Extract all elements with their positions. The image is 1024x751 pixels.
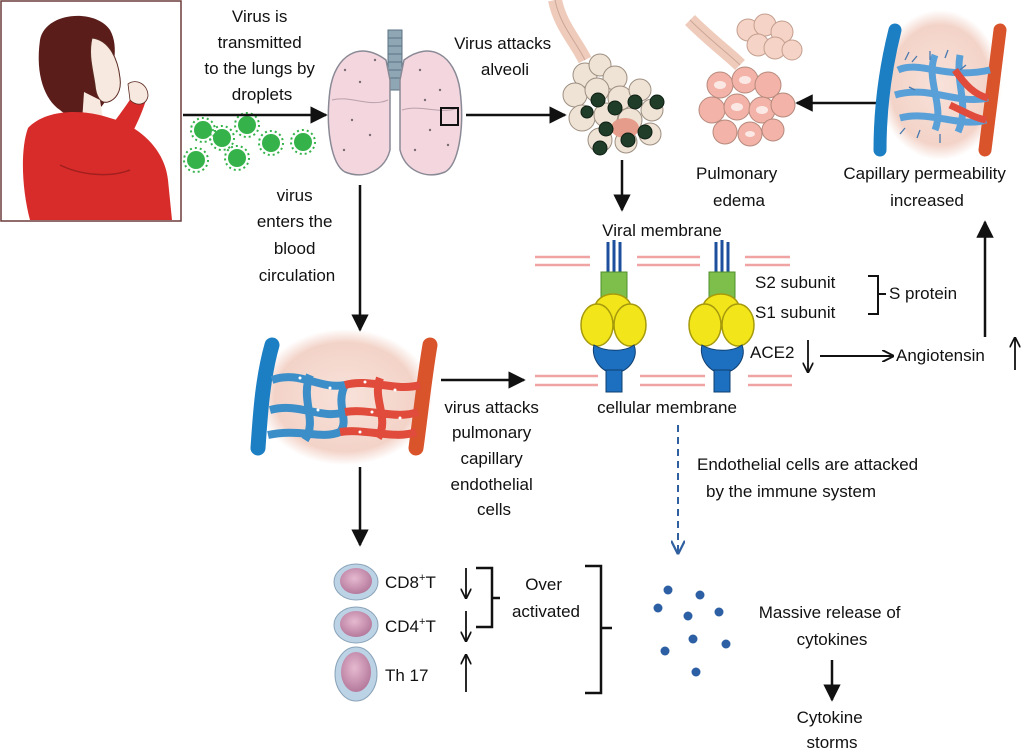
attacks-alveoli-label: Virus attacks alveoli [454, 34, 556, 79]
spike-protein-icon [580, 240, 647, 393]
s2-subunit-label: S2 subunit [755, 273, 836, 292]
virus-particle-icon [183, 147, 209, 173]
virus-particle-icon [209, 125, 235, 151]
leaky-capillary-icon [873, 10, 1007, 160]
capillary-network-icon [250, 329, 438, 465]
alveoli-zoom-box [440, 107, 459, 126]
coughing-woman-icon [0, 0, 182, 222]
cytokine-dot-icon [721, 639, 731, 649]
s-protein-label: S protein [889, 284, 957, 303]
attacks-capillary-label: virus attacks pulmonary capillary endoth… [444, 398, 543, 519]
virus-particle-icon [224, 145, 250, 171]
capillary-permeability-label: Capillary permeability increased [843, 164, 1010, 210]
cytokines [653, 585, 731, 677]
cytokine-dot-icon [683, 611, 693, 621]
immune-cell-icon [334, 646, 378, 702]
cytokine-dot-icon [663, 585, 673, 595]
s-protein-bracket [868, 275, 886, 315]
virus-particle-icon [234, 112, 260, 138]
endothelial-immune-label: Endothelial cells are attacked by the im… [697, 455, 923, 501]
cytokine-storms-label: Cytokine storms [797, 708, 868, 751]
pulmonary-edema-label: Pulmonary edema [696, 164, 782, 210]
cytokine-dot-icon [714, 607, 724, 617]
cytokine-dot-icon [660, 646, 670, 656]
cytokine-dot-icon [695, 590, 705, 600]
s1-subunit-label: S1 subunit [755, 303, 836, 322]
cellular-membrane-label: cellular membrane [597, 398, 737, 417]
virus-particle-icon [290, 129, 316, 155]
immune-cell-icon [333, 606, 379, 644]
virus-particles [183, 112, 316, 173]
virus-particle-icon [258, 130, 284, 156]
immune-cell-icon [333, 563, 379, 601]
cd4-label: CD4+T [385, 616, 436, 636]
transmit-label: Virus is transmitted to the lungs by dro… [204, 7, 319, 104]
enters-blood-label: virus enters the blood circulation [257, 186, 337, 285]
spike-protein-icon [688, 240, 755, 393]
virus-particle-icon [190, 117, 216, 143]
cellular-membrane [535, 374, 792, 387]
massive-release-label: Massive release of cytokines [759, 603, 905, 649]
angiotensin-label: Angiotensin [896, 346, 985, 365]
cd-bracket [476, 566, 500, 629]
cytokine-dot-icon [691, 667, 701, 677]
th17-label: Th 17 [385, 666, 428, 685]
viral-membrane [535, 255, 790, 267]
edema-alveoli-icon [685, 13, 803, 147]
viral-membrane-label: Viral membrane [602, 221, 722, 240]
over-activated-label: Over activated [512, 575, 580, 621]
cytokine-dot-icon [653, 603, 663, 613]
infected-alveoli-icon [548, 0, 665, 156]
cytokine-dot-icon [688, 634, 698, 644]
ace2-label: ACE2 [750, 343, 794, 362]
cd8-label: CD8+T [385, 572, 436, 592]
immune-bracket [585, 564, 612, 695]
lungs-icon [327, 29, 463, 176]
